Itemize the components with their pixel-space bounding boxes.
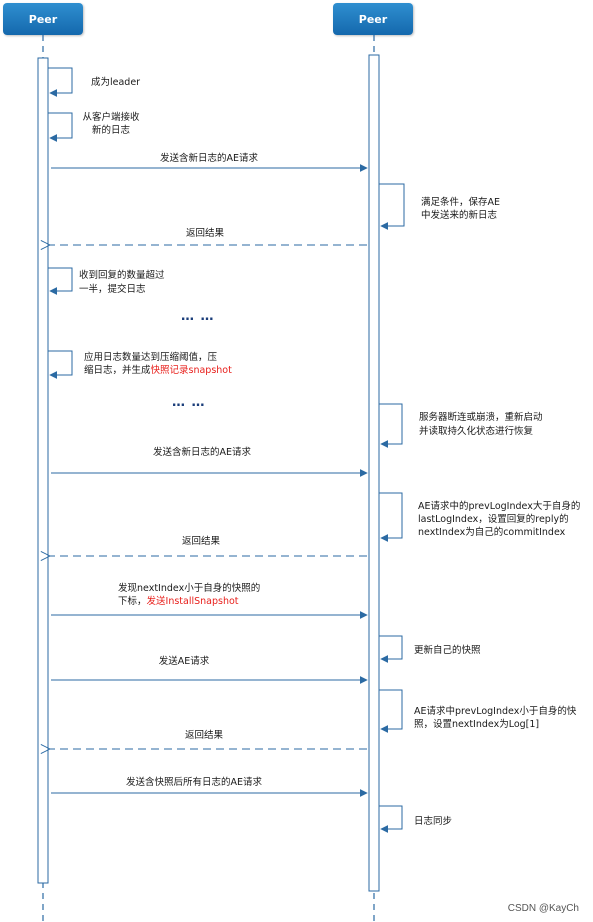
activation-left [37,57,49,884]
self-arrow-restart [379,403,403,448]
label-compact-2: 缩日志，并生成快照记录snapshot [84,364,232,377]
participant-label: Peer [28,12,58,26]
label-update-snapshot: 更新自己的快照 [414,645,481,656]
label-prevlog-greater-1: AE请求中的prevLogIndex大于自身的 [418,501,581,512]
ellipsis-2: … … [172,395,206,410]
label-send-ae-3: 发送AE请求 [158,656,210,667]
label-commit-2: 一半，提交日志 [79,284,146,295]
label-install-snapshot-2-text: 下标， [118,596,147,607]
label-restart-1: 服务器断连或崩溃，重新启动 [419,412,543,423]
label-commit-1: 收到回复的数量超过 [79,270,165,281]
label-prevlog-less-1: AE请求中prevLogIndex小于自身的快 [414,706,577,717]
label-compact-2-text: 缩日志，并生成 [84,365,151,376]
participant-peer-right: Peer [333,3,413,35]
self-arrow-receive-log [48,112,73,142]
label-prevlog-greater-3: nextIndex为自己的commitIndex [418,527,566,538]
label-compact-1: 应用日志数量达到压缩阈值，压 [84,352,218,363]
label-restart-2: 并读取持久化状态进行恢复 [419,426,534,437]
label-receive-log-2: 新的日志 [91,125,131,136]
label-install-snapshot-1: 发现nextIndex小于自身的快照的 [118,583,261,594]
label-prevlog-less-2: 照，设置nextIndex为Log[1] [414,719,540,730]
self-arrow-become-leader [48,67,73,97]
self-arrow-log-sync [379,805,403,833]
participant-peer-left: Peer [3,3,83,35]
label-send-ae-1: 发送含新日志的AE请求 [159,153,259,164]
self-arrow-update-snapshot [379,635,403,663]
label-return-3: 返回结果 [184,730,224,741]
watermark: CSDN @KayCh [507,903,579,914]
self-arrow-save-entries [379,183,405,230]
label-install-snapshot-highlight: 发送InstallSnapshot [146,596,239,607]
label-return-2: 返回结果 [181,536,221,547]
self-arrow-commit [48,267,73,295]
label-return-1: 返回结果 [185,228,225,239]
self-arrow-prevlog-greater [379,492,403,542]
participant-label: Peer [358,12,388,26]
label-log-sync: 日志同步 [414,816,453,827]
activation-right [368,54,380,892]
label-receive-log-1: 从客户端接收 [82,112,140,123]
label-install-snapshot-2: 下标，发送InstallSnapshot [118,595,239,608]
label-send-ae-2: 发送含新日志的AE请求 [152,447,252,458]
label-send-ae-4: 发送含快照后所有日志的AE请求 [125,777,263,788]
label-save-entries-1: 满足条件，保存AE [421,197,501,208]
label-save-entries-2: 中发送来的新日志 [421,210,498,221]
ellipsis-1: … … [181,309,215,324]
self-arrow-prevlog-less [379,689,403,733]
label-snapshot-highlight: 快照记录snapshot [150,365,232,376]
self-arrow-compact [48,350,73,379]
label-prevlog-greater-2: lastLogIndex，设置回复的reply的 [418,514,569,525]
label-become-leader: 成为leader [91,77,141,88]
